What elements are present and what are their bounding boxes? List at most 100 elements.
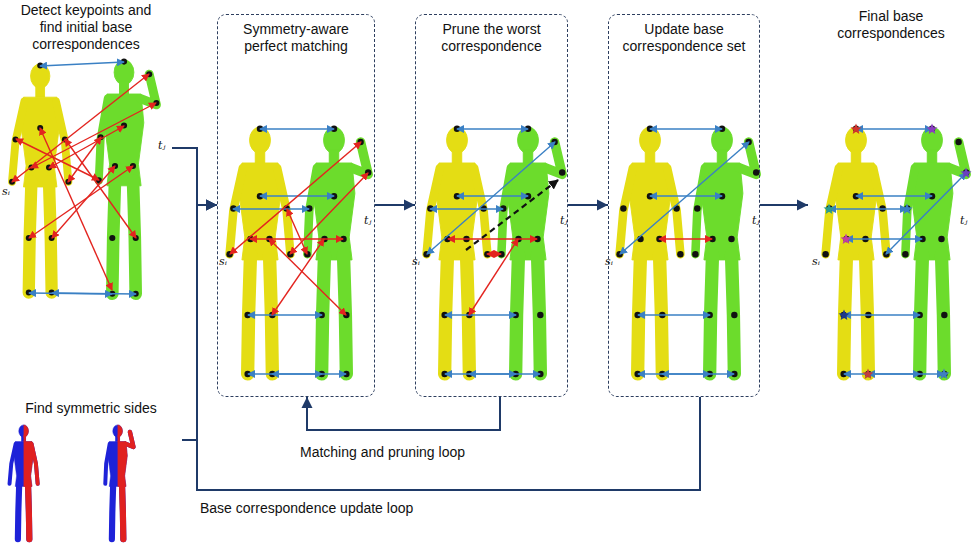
connector-line: [197, 205, 700, 490]
illustration-use: [961, 168, 972, 179]
illustration-line: [448, 238, 537, 239]
illustration-use: [12, 64, 68, 293]
stage-title: Update base correspondence set: [619, 21, 749, 55]
flow-connector: [375, 200, 415, 211]
illustration-use: [927, 124, 938, 135]
connector-line: [172, 148, 217, 205]
illustration-use: [902, 126, 969, 378]
illustration-g: [118, 425, 134, 539]
illustration-line: [659, 238, 712, 239]
illustration-line: [248, 314, 322, 315]
illustration-use: [826, 127, 887, 374]
point-label: sᵢ: [2, 186, 10, 198]
illustration-use: [105, 425, 133, 539]
illustration-line: [457, 195, 528, 196]
arrowhead: [597, 200, 608, 211]
illustration-line: [662, 373, 734, 374]
illustration-use: [423, 126, 490, 378]
arrowhead: [302, 397, 313, 408]
illustration-g: [620, 129, 749, 374]
point-label: tⱼ: [364, 215, 371, 227]
point-label: tⱼ: [960, 215, 967, 227]
stage-title: Prune the worst correspondence: [427, 21, 557, 55]
illustration-use: [822, 126, 889, 378]
process-box: Update base correspondence set: [608, 14, 760, 397]
illustration-line: [260, 128, 334, 129]
illustration-line: [12, 74, 149, 182]
illustration-line: [427, 142, 555, 254]
illustration-use: [99, 60, 157, 294]
illustration-g: [24, 425, 38, 539]
flow-connector: [182, 200, 217, 441]
flow-connector: [302, 397, 501, 430]
illustration-use: [620, 127, 681, 374]
illustration-line: [49, 126, 124, 168]
illustration-line: [856, 128, 932, 129]
panel-matching: [226, 126, 371, 378]
illustration-line: [29, 166, 133, 238]
illustration-line: [40, 62, 124, 66]
illustration-use: [427, 127, 488, 374]
illustration-line: [230, 142, 361, 254]
point-label: sᵢ: [219, 256, 227, 268]
illustration-g: [829, 129, 966, 374]
stage-panel: Final base correspondences: [808, 6, 974, 391]
point-label: sᵢ: [605, 256, 613, 268]
illustration-line: [844, 314, 920, 315]
stage-title: Find symmetric sides: [2, 400, 180, 417]
panel-symmetry: [10, 425, 134, 539]
point-label: tⱼ: [158, 140, 165, 152]
arrowhead: [404, 200, 415, 211]
illustration-use: [616, 126, 683, 378]
connector-line: [307, 397, 500, 430]
point-label: sᵢ: [812, 256, 820, 268]
illustration-line: [287, 209, 307, 254]
illustration-use: [498, 126, 565, 378]
illustration-use: [905, 127, 966, 374]
illustration-line: [430, 208, 503, 209]
illustration-line: [469, 239, 518, 315]
connector-line: [182, 205, 217, 440]
illustration-line: [466, 180, 558, 250]
flow-connector: [197, 200, 700, 491]
arrowhead: [797, 200, 808, 211]
illustration-line: [620, 142, 749, 254]
illustration-g: [659, 238, 712, 239]
illustration-use: [824, 204, 835, 215]
stage-panel: Detect keypoints and find initial base c…: [0, 0, 172, 302]
panel-final: [822, 124, 971, 380]
illustration-line: [487, 253, 501, 254]
flow-connector: [760, 200, 808, 211]
flow-connector: [172, 148, 217, 211]
illustration-g: [12, 74, 156, 290]
illustration-line: [68, 137, 101, 182]
panel-initial: [9, 59, 159, 297]
illustration-use: [939, 369, 950, 380]
illustration-g: [230, 142, 368, 315]
loop-label: Base correspondence update loop: [200, 500, 413, 517]
illustration-line: [250, 238, 343, 239]
stage-title: Detect keypoints and find initial base c…: [16, 2, 156, 52]
illustration-line: [272, 373, 346, 374]
illustration-line: [829, 208, 907, 209]
illustration-use: [226, 126, 293, 378]
illustration-use: [839, 310, 850, 321]
illustration-use: [851, 124, 862, 135]
illustration-line: [233, 208, 309, 209]
process-box: Symmetry-aware perfect matching: [217, 14, 375, 397]
illustration-g: [448, 239, 537, 315]
illustration-line: [886, 173, 966, 254]
illustration-use: [692, 126, 759, 378]
point-label: tⱼ: [752, 215, 759, 227]
arrowhead: [206, 200, 217, 211]
stage-title: Symmetry-aware perfect matching: [231, 21, 361, 55]
illustration-line: [856, 195, 932, 196]
illustration-line: [52, 166, 115, 238]
illustration-use: [118, 425, 134, 539]
illustration-use: [695, 127, 756, 374]
illustration-line: [638, 314, 710, 315]
panel-prune: [423, 126, 565, 378]
